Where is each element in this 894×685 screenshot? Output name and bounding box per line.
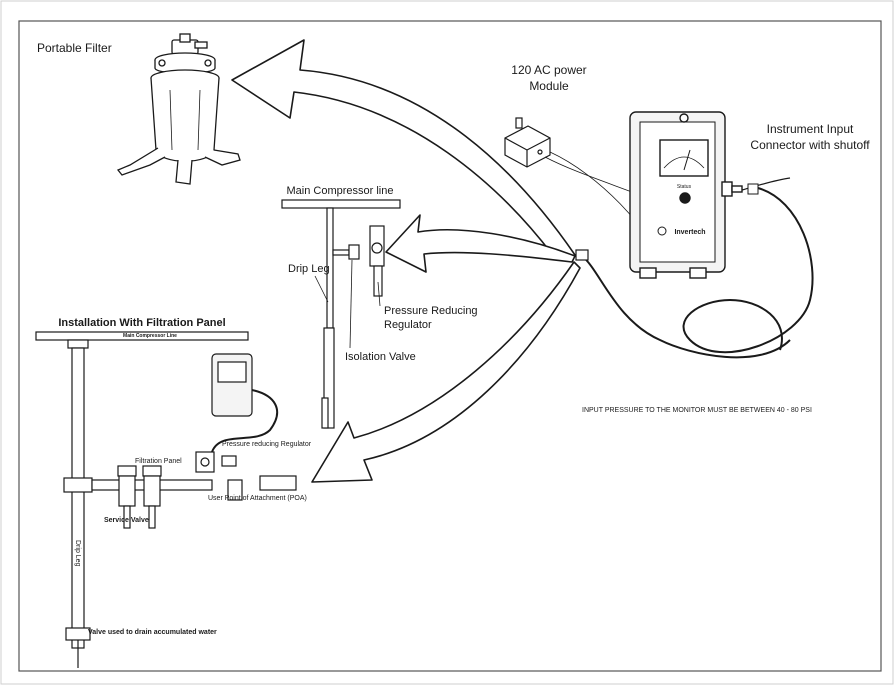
isolation-valve-leader	[349, 259, 353, 349]
instrument-input-label-line2: Connector with shutoff	[750, 138, 870, 152]
regulator-leader	[377, 281, 381, 307]
pressure-reducing-label-line2: Regulator	[384, 319, 432, 331]
panel-pressure-reducing-label: Pressure reducing Regulator	[222, 441, 312, 448]
monitor-status-text: Status	[677, 184, 692, 190]
brand-logo-icon	[657, 226, 667, 236]
portable-filter-label: Portable Filter	[37, 41, 112, 55]
panel-main-compressor-label: Main Compressor Line	[123, 333, 177, 339]
ac-power-label-line1: 120 AC power	[511, 63, 586, 77]
connector-hose	[575, 177, 814, 359]
filtration-panel-label: Filtration Panel	[135, 458, 182, 465]
pressure-monitor-icon	[629, 111, 743, 279]
drip-leg-label: Drip Leg	[288, 263, 330, 275]
service-valve-label: Service Valve	[104, 517, 149, 524]
arrow-to-regulator	[385, 214, 576, 273]
filtration-panel-assembly	[35, 331, 297, 668]
main-compressor-line-label: Main Compressor line	[287, 185, 394, 197]
curved-arrows	[231, 39, 581, 483]
panel-title: Installation With Filtration Panel	[58, 317, 225, 329]
main-compressor-assembly	[281, 199, 401, 429]
user-poa-label: User Point of Attachment (POA)	[208, 495, 307, 502]
portable-filter-icon	[116, 33, 241, 185]
pressure-reducing-label-line1: Pressure Reducing	[384, 305, 478, 317]
ac-power-label-line2: Module	[529, 79, 569, 93]
arrow-to-filtration-panel	[311, 261, 581, 483]
drip-leg-leader	[314, 275, 329, 303]
drain-valve-label: Valve used to drain accumulated water	[88, 629, 217, 636]
input-pressure-note: INPUT PRESSURE TO THE MONITOR MUST BE BE…	[582, 407, 812, 414]
instrument-input-label-line1: Instrument Input	[767, 122, 854, 136]
diagram-border	[18, 20, 882, 672]
quick-connector-icon	[575, 249, 589, 261]
isolation-valve-label: Isolation Valve	[345, 351, 416, 363]
panel-drip-leg-label: Drip Leg	[74, 540, 81, 567]
arrow-to-portable-filter	[231, 39, 576, 259]
monitor-brand-logo: Invertech	[674, 229, 705, 236]
